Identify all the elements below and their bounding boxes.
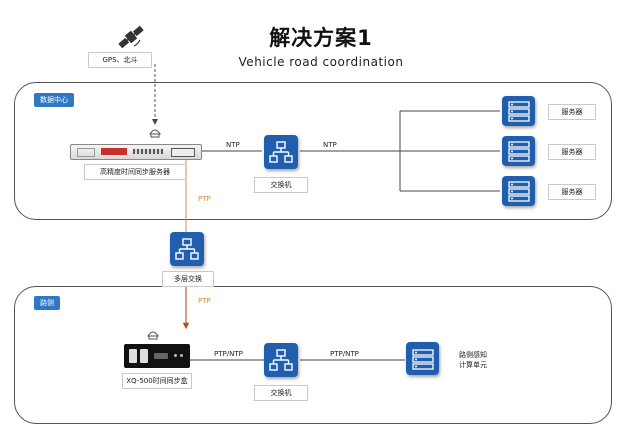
switch-top-label: 交换机: [254, 177, 308, 193]
satellite-icon: [118, 25, 144, 49]
server-port-panel: [77, 148, 95, 157]
server-icon: [411, 348, 434, 370]
ntp-label-right: NTP: [323, 141, 337, 149]
switch-bottom[interactable]: [264, 343, 298, 377]
ntp-label-left: NTP: [226, 141, 240, 149]
compute-unit-label: 路侧感知 计算单元: [450, 350, 496, 370]
compute-unit-label-line2: 计算单元: [459, 361, 487, 369]
server-slot: [171, 148, 195, 157]
diagram-title: 解决方案1: [269, 26, 373, 50]
server-label-2: 服务器: [548, 144, 596, 160]
sync-box-led: [174, 354, 177, 357]
server-label-1: 服务器: [548, 104, 596, 120]
antenna-icon: [147, 331, 159, 340]
roadside-region: [14, 286, 612, 424]
multi-layer-switch[interactable]: [170, 232, 204, 266]
sync-box-led: [180, 354, 183, 357]
sync-box-label: XQ-500时间同步盒: [122, 373, 192, 389]
data-center-region: [14, 82, 612, 220]
network-switch-icon: [175, 238, 199, 260]
roadside-tag: 路侧: [34, 296, 60, 310]
sync-box-port: [129, 349, 137, 363]
server-icon: [507, 181, 530, 202]
server-icon: [507, 141, 530, 162]
server-ports: [133, 149, 163, 154]
roadside-compute-unit[interactable]: [406, 342, 439, 375]
antenna-icon: [149, 129, 161, 138]
server-1[interactable]: [502, 96, 535, 126]
switch-bottom-label: 交换机: [254, 385, 308, 401]
server-label-3: 服务器: [548, 184, 596, 200]
sync-box-port: [140, 349, 148, 363]
switch-top[interactable]: [264, 135, 298, 169]
sync-box-device[interactable]: [124, 344, 190, 368]
server-2[interactable]: [502, 136, 535, 166]
ptp-ntp-label-left: PTP/NTP: [214, 350, 243, 358]
server-icon: [507, 101, 530, 122]
network-switch-icon: [269, 349, 293, 371]
network-switch-icon: [269, 141, 293, 163]
time-server-device[interactable]: [70, 144, 202, 160]
server-3[interactable]: [502, 176, 535, 206]
server-display: [101, 148, 127, 155]
data-center-tag: 数据中心: [34, 93, 74, 107]
gps-label: GPS、北斗: [88, 52, 152, 68]
ptp-label-upper: PTP: [198, 195, 211, 203]
compute-unit-label-line1: 路侧感知: [459, 351, 487, 359]
multi-layer-switch-label: 多层交换: [162, 271, 214, 287]
sync-box-display: [154, 353, 168, 359]
diagram-subtitle: Vehicle road coordination: [238, 55, 404, 69]
ptp-ntp-label-right: PTP/NTP: [330, 350, 359, 358]
time-server-label: 高精度时间同步服务器: [84, 164, 186, 180]
ptp-label-lower: PTP: [198, 297, 211, 305]
